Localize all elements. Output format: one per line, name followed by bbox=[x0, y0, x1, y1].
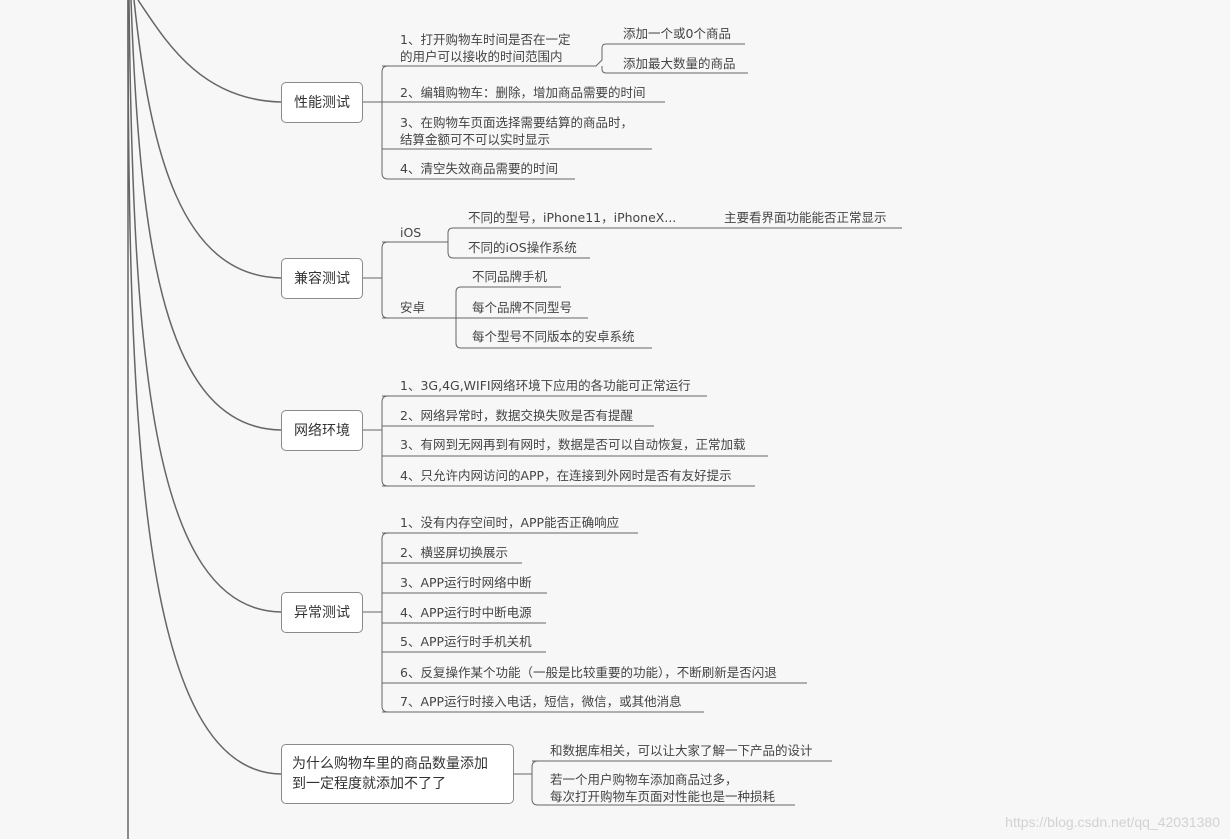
branch-node-network[interactable]: 网络环境 bbox=[281, 410, 363, 451]
ios-link-1 bbox=[430, 227, 687, 243]
root-link-performance bbox=[137, 0, 282, 103]
network-spine bbox=[381, 395, 389, 487]
leaf-item[interactable]: 4、清空失效商品需要的时间 bbox=[400, 161, 558, 176]
leaf-subitem[interactable]: 添加最大数量的商品 bbox=[623, 56, 736, 71]
leaf-item[interactable]: 2、编辑购物车：删除，增加商品需要的时间 bbox=[400, 85, 646, 100]
perf-sub-link-1 bbox=[585, 43, 745, 67]
root-link-compatibility bbox=[133, 0, 282, 279]
cart-spine bbox=[531, 760, 539, 806]
leaf-item[interactable]: 6、反复操作某个功能（一般是比较重要的功能），不断刷新是否闪退 bbox=[400, 665, 777, 680]
perf-sub-link-2 bbox=[601, 66, 748, 74]
root-link-exception bbox=[128, 0, 282, 613]
leaf-item[interactable]: 和数据库相关，可以让大家了解一下产品的设计 bbox=[550, 743, 813, 758]
root-link-cart-limit bbox=[127, 0, 282, 775]
branch-label: 为什么购物车里的商品数量添加 到一定程度就添加不了了 bbox=[292, 756, 488, 792]
group-label-ios[interactable]: iOS bbox=[400, 225, 422, 240]
leaf-item[interactable]: 若一个用户购物车添加商品过多， 每次打开购物车页面对性能也是一种损耗 bbox=[550, 772, 776, 804]
leaf-item[interactable]: 1、打开购物车时间是否在一定 的用户可以接收的时间范围内 bbox=[400, 32, 571, 64]
android-link-1 bbox=[438, 286, 561, 319]
leaf-item[interactable]: 3、在购物车页面选择需要结算的商品时， 结算金额可不可以实时显示 bbox=[400, 115, 633, 147]
root-link-network bbox=[130, 0, 282, 431]
leaf-item[interactable]: 每个型号不同版本的安卓系统 bbox=[472, 329, 635, 344]
leaf-item[interactable]: 不同的iOS操作系统 bbox=[468, 240, 577, 255]
leaf-item[interactable]: 4、只允许内网访问的APP，在连接到外网时是否有友好提示 bbox=[400, 468, 732, 483]
ios-link-2 bbox=[447, 242, 590, 259]
leaf-item[interactable]: 5、APP运行时手机关机 bbox=[400, 634, 532, 649]
leaf-item[interactable]: 3、有网到无网再到有网时，数据是否可以自动恢复，正常加载 bbox=[400, 437, 746, 452]
branch-label: 性能测试 bbox=[294, 94, 350, 111]
android-link-3 bbox=[455, 318, 652, 349]
branch-node-compatibility[interactable]: 兼容测试 bbox=[281, 258, 363, 299]
branch-node-cart-limit[interactable]: 为什么购物车里的商品数量添加 到一定程度就添加不了了 bbox=[281, 744, 514, 804]
group-label-android[interactable]: 安卓 bbox=[400, 300, 426, 315]
watermark: https://blog.csdn.net/qq_42031380 bbox=[1005, 814, 1220, 830]
leaf-item[interactable]: 2、网络异常时，数据交换失败是否有提醒 bbox=[400, 408, 633, 423]
leaf-item[interactable]: 7、APP运行时接入电话，短信，微信，或其他消息 bbox=[400, 694, 682, 709]
leaf-item[interactable]: 1、没有内存空间时，APP能否正确响应 bbox=[400, 515, 620, 530]
compatibility-spine bbox=[381, 241, 389, 319]
leaf-item[interactable]: 3、APP运行时网络中断 bbox=[400, 575, 532, 590]
leaf-subitem[interactable]: 添加一个或0个商品 bbox=[623, 26, 731, 41]
leaf-item[interactable]: 2、横竖屏切换展示 bbox=[400, 545, 508, 560]
branch-label: 异常测试 bbox=[294, 604, 350, 621]
leaf-item[interactable]: 1、3G,4G,WIFI网络环境下应用的各功能可正常运行 bbox=[400, 378, 691, 393]
leaf-note[interactable]: 主要看界面功能能否正常显示 bbox=[724, 210, 887, 225]
performance-spine bbox=[381, 65, 389, 180]
leaf-item[interactable]: 不同的型号，iPhone11，iPhoneX... bbox=[468, 210, 677, 225]
leaf-item[interactable]: 不同品牌手机 bbox=[472, 269, 548, 284]
branch-label: 网络环境 bbox=[294, 422, 350, 439]
leaf-item[interactable]: 4、APP运行时中断电源 bbox=[400, 605, 532, 620]
branch-label: 兼容测试 bbox=[294, 270, 350, 287]
branch-node-performance[interactable]: 性能测试 bbox=[281, 82, 363, 123]
branch-node-exception[interactable]: 异常测试 bbox=[281, 592, 363, 633]
leaf-item[interactable]: 每个品牌不同型号 bbox=[472, 300, 573, 315]
